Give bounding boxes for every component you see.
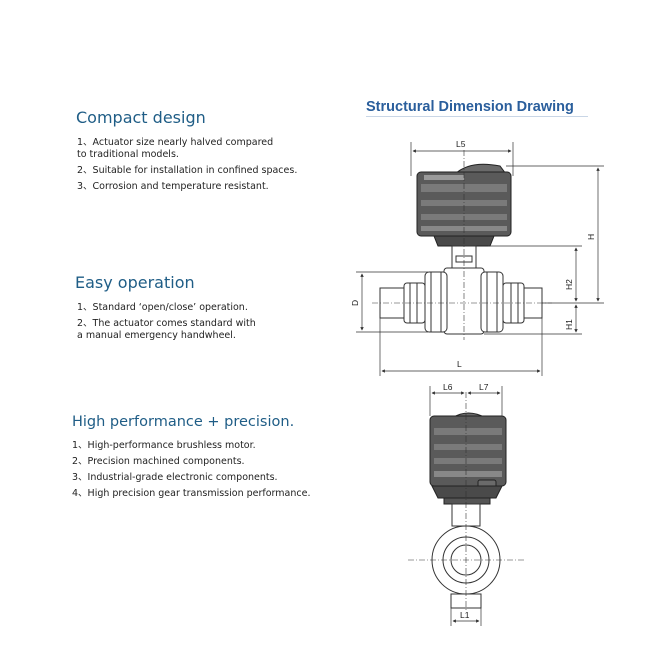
dim-label-l5: L5 (456, 139, 466, 149)
side-view (408, 392, 524, 612)
side-dimensions (429, 386, 503, 626)
front-view (372, 150, 552, 340)
feature-list: 1、Standard ‘open/close’ operation. 2、The… (77, 302, 332, 342)
side-bracket (431, 485, 503, 499)
dim-label-h2: H2 (564, 279, 574, 290)
dim-label-l7: L7 (479, 382, 489, 392)
feature-item: 2、Suitable for installation in confined … (77, 165, 298, 176)
feature-item: 3、Corrosion and temperature resistant. (77, 181, 269, 192)
front-dimensions (356, 142, 604, 376)
dim-label-l6: L6 (443, 382, 453, 392)
union-nut-right (480, 271, 504, 333)
feature-item: 4、High precision gear transmission perfo… (72, 488, 311, 499)
drawing-title: Structural Dimension Drawing (366, 99, 574, 115)
front-dimension-labels: L5 H H2 H1 D L (350, 139, 596, 369)
feature-item: 1、Actuator size nearly halved compared (77, 137, 274, 148)
side-dimension-labels: L6 L7 L1 (443, 382, 489, 620)
feature-list: 1、High-performance brushless motor. 2、Pr… (72, 440, 332, 500)
dim-label-d: D (350, 300, 360, 306)
feature-item: a manual emergency handwheel. (77, 330, 236, 341)
feature-item: 1、High-performance brushless motor. (72, 440, 256, 451)
feature-high-performance: High performance + precision. 1、High-per… (72, 414, 332, 504)
dim-label-h: H (586, 234, 596, 240)
feature-title: Easy operation (75, 273, 195, 292)
dim-label-l1: L1 (460, 610, 470, 620)
feature-title: High performance + precision. (72, 414, 295, 430)
drawing-title-rule (366, 116, 588, 117)
feature-item: 3、Industrial-grade electronic components… (72, 472, 278, 483)
union-nut-left (424, 271, 448, 333)
feature-title: Compact design (76, 108, 206, 127)
feature-list: 1、Actuator size nearly halved compared t… (77, 137, 332, 193)
feature-compact-design: Compact design 1、Actuator size nearly ha… (72, 108, 332, 197)
feature-easy-operation: Easy operation 1、Standard ‘open/close’ o… (72, 273, 332, 346)
dim-label-h1: H1 (564, 319, 574, 330)
dim-label-l: L (457, 359, 462, 369)
feature-item: 2、Precision machined components. (72, 456, 245, 467)
feature-item: 2、The actuator comes standard with (77, 318, 256, 329)
feature-item: to traditional models. (77, 149, 179, 160)
feature-item: 1、Standard ‘open/close’ operation. (77, 302, 248, 313)
